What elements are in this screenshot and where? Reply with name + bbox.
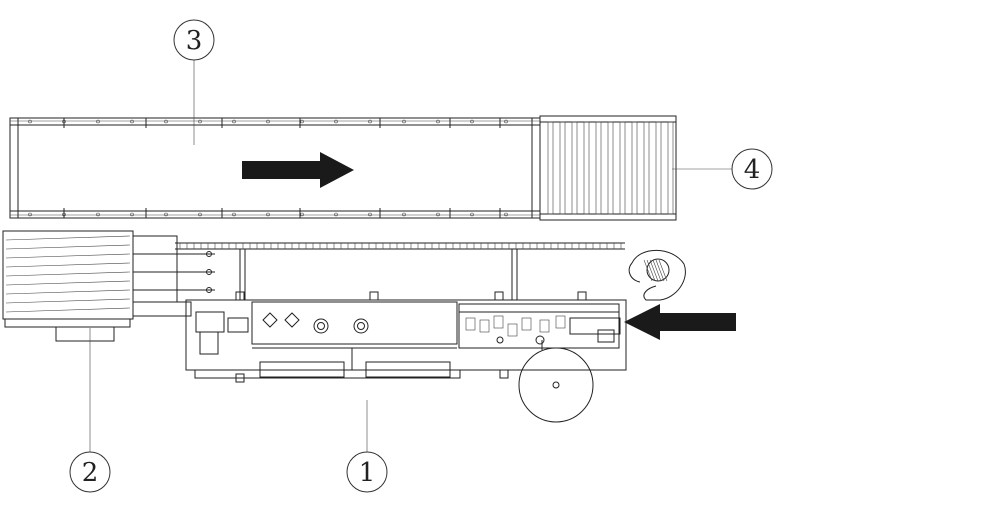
hair-line — [658, 259, 668, 282]
belt-bolt — [198, 119, 202, 124]
hair-line — [646, 259, 656, 282]
belt-bolt — [300, 119, 304, 124]
mechanism-part — [496, 336, 504, 344]
roller — [667, 121, 674, 215]
belt-bolt — [504, 212, 508, 217]
operator-figure — [628, 249, 686, 301]
belt-bolt — [164, 119, 168, 124]
belt-bolt — [436, 119, 440, 124]
belt-bolt — [334, 212, 338, 217]
belt-bolt — [334, 119, 338, 124]
belt-bolt — [402, 212, 406, 217]
belt-bolt — [436, 212, 440, 217]
roller — [631, 121, 638, 215]
belt-bolt — [130, 119, 134, 124]
roller — [655, 121, 662, 215]
roller — [583, 121, 590, 215]
belt-bolt — [130, 212, 134, 217]
belt-bolt — [96, 119, 100, 124]
belt-bolt — [470, 212, 474, 217]
hair-line — [655, 259, 665, 282]
roller — [571, 121, 578, 215]
stacker-unit — [2, 230, 215, 342]
mechanism-part — [539, 319, 550, 333]
mechanism-part — [493, 315, 504, 329]
belt-bolt — [266, 212, 270, 217]
belt-bolt — [402, 119, 406, 124]
hair-line — [643, 259, 653, 282]
belt-bolt — [164, 212, 168, 217]
callout-1: 1 — [346, 400, 388, 493]
belt-bolt — [300, 212, 304, 217]
mechanism-part — [465, 317, 476, 331]
callout-2-label: 2 — [82, 458, 99, 488]
belt-bolt — [198, 212, 202, 217]
mechanism-part — [507, 323, 518, 337]
flow-arrow-right — [242, 152, 354, 188]
stacker-slat — [5, 280, 131, 286]
hair-line — [649, 259, 659, 282]
hair-line — [652, 259, 662, 282]
roller-conveyor — [539, 115, 677, 221]
film-reel — [518, 340, 594, 423]
stacker-slat — [5, 235, 131, 241]
roller — [595, 121, 602, 215]
stacker-slat — [5, 271, 131, 277]
belt-bolt — [28, 212, 32, 217]
main-machine — [185, 291, 627, 383]
callout-4-label: 4 — [744, 155, 761, 185]
callout-3: 3 — [173, 19, 215, 145]
mechanism-part — [479, 319, 490, 333]
mechanism-part — [535, 335, 545, 345]
callout-4: 4 — [672, 148, 773, 190]
callout-2: 2 — [69, 328, 111, 493]
stacker-slat — [5, 262, 131, 268]
mechanism-part — [555, 315, 566, 329]
belt-bolt — [368, 212, 372, 217]
stacker-slat — [5, 244, 131, 250]
belt-bolt — [232, 212, 236, 217]
belt-bolt — [368, 119, 372, 124]
stacker-slat — [5, 253, 131, 259]
belt-bolt — [470, 119, 474, 124]
stacker-slat — [5, 298, 131, 304]
belt-bolt — [504, 119, 508, 124]
roller — [547, 121, 554, 215]
roller — [607, 121, 614, 215]
roller — [619, 121, 626, 215]
stacker-slat — [5, 307, 131, 313]
roller — [559, 121, 566, 215]
flow-arrow-left — [624, 304, 736, 340]
stacker-slat — [5, 289, 131, 295]
overhead-rail — [175, 242, 625, 300]
callout-1-label: 1 — [359, 458, 376, 488]
belt-bolt — [96, 212, 100, 217]
mechanism-part — [521, 317, 532, 331]
belt-bolt — [266, 119, 270, 124]
belt-bolt — [232, 119, 236, 124]
roller — [643, 121, 650, 215]
callout-3-label: 3 — [186, 26, 203, 56]
belt-conveyor — [9, 117, 541, 219]
belt-bolt — [28, 119, 32, 124]
